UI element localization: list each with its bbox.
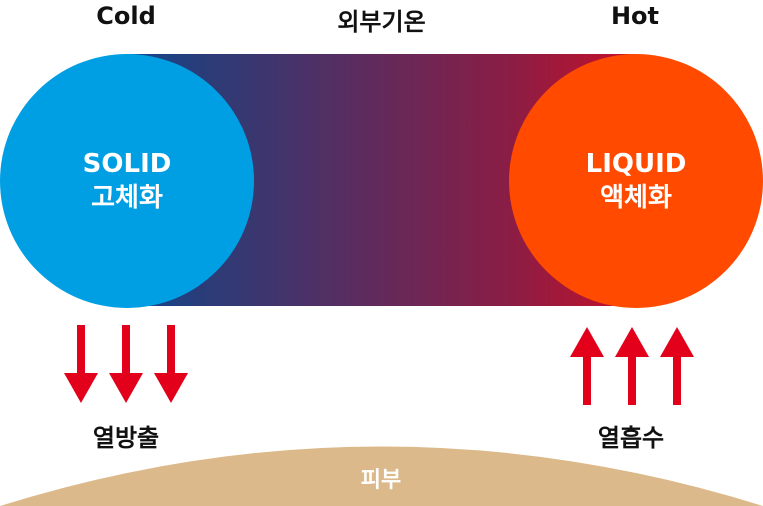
- skin-arc: [0, 446, 763, 506]
- liquid-subtitle: 액체화: [600, 183, 672, 213]
- heat-release-arrows: [64, 325, 188, 403]
- solid-circle: SOLID 고체화: [0, 54, 254, 308]
- liquid-title: LIQUID: [585, 149, 687, 179]
- liquid-circle: LIQUID 액체화: [509, 54, 763, 308]
- hot-label: Hot: [610, 2, 660, 30]
- heat-absorb-label: 열흡수: [597, 424, 665, 452]
- up-arrow-icon: [660, 327, 694, 405]
- cold-label: Cold: [96, 2, 156, 30]
- heat-absorb-arrows: [570, 327, 694, 405]
- up-arrow-icon: [615, 327, 649, 405]
- down-arrow-icon: [154, 325, 188, 403]
- heat-release-label: 열방출: [92, 424, 160, 452]
- down-arrow-icon: [109, 325, 143, 403]
- up-arrow-icon: [570, 327, 604, 405]
- solid-title: SOLID: [82, 149, 172, 179]
- skin-label: 피부: [360, 468, 402, 493]
- outside-temperature-label: 외부기온: [337, 8, 426, 36]
- down-arrow-icon: [64, 325, 98, 403]
- solid-subtitle: 고체화: [91, 183, 163, 213]
